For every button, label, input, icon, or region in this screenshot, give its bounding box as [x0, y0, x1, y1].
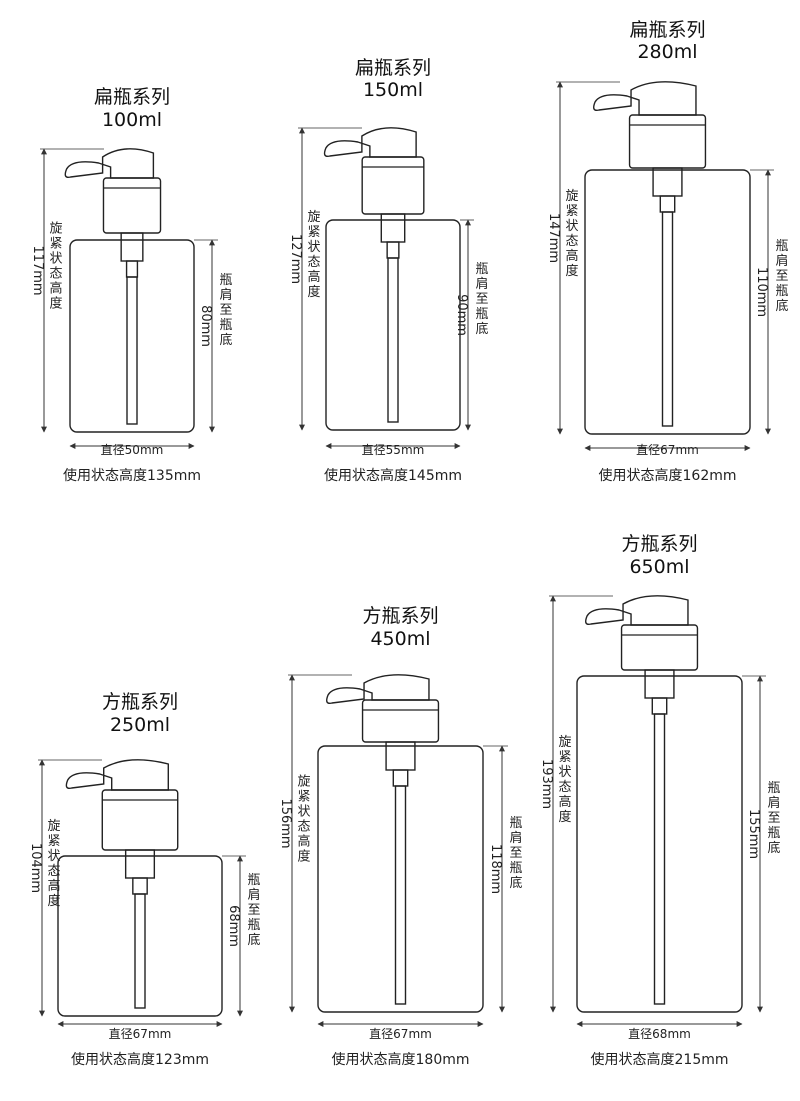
usage-height: 使用状态高度180mm — [332, 1051, 470, 1068]
pump-collar — [628, 114, 707, 169]
dip-tube — [126, 276, 138, 425]
twist-height-label: 旋紧状态高度 — [47, 819, 60, 909]
usage-height: 使用状态高度162mm — [599, 467, 737, 484]
twist-height-mm: 193mm — [539, 759, 554, 809]
twist-height-mm: 117mm — [30, 245, 45, 295]
bottle-body — [576, 675, 743, 1013]
diameter-label: 直径67mm — [369, 1027, 432, 1041]
shoulder-mm: 110mm — [754, 267, 769, 317]
twist-height-mm: 104mm — [28, 843, 43, 893]
volume-label: 280ml — [637, 41, 697, 63]
bottle-body — [57, 855, 223, 1017]
volume-label: 150ml — [363, 79, 423, 101]
series-title: 扁瓶系列 — [355, 57, 431, 79]
dip-tube — [134, 893, 146, 1009]
pump-neck — [380, 213, 406, 243]
shoulder-label: 瓶肩至瓶底 — [509, 816, 522, 891]
dip-tube — [653, 713, 666, 1005]
volume-label: 650ml — [629, 556, 689, 578]
bottle-body — [69, 239, 195, 433]
bottle-body — [325, 219, 461, 431]
volume-label: 100ml — [102, 109, 162, 131]
pump-valve — [132, 877, 148, 895]
pump-valve — [125, 260, 139, 278]
twist-height-label: 旋紧状态高度 — [307, 210, 320, 300]
pump-neck — [644, 669, 675, 699]
shoulder-label: 瓶肩至瓶底 — [475, 262, 488, 337]
pump-head — [323, 127, 417, 158]
usage-height: 使用状态高度135mm — [63, 467, 201, 484]
volume-label: 450ml — [370, 628, 430, 650]
series-title: 方瓶系列 — [621, 533, 697, 555]
series-title: 扁瓶系列 — [629, 19, 705, 41]
pump-neck — [120, 232, 144, 262]
shoulder-label: 瓶肩至瓶底 — [219, 273, 232, 348]
twist-height-label: 旋紧状态高度 — [558, 735, 571, 825]
pump-collar — [361, 699, 440, 743]
pump-collar — [620, 624, 699, 671]
twist-height-label: 旋紧状态高度 — [297, 775, 310, 865]
pump-head — [326, 674, 430, 705]
twist-height-label: 旋紧状态高度 — [49, 222, 62, 312]
bottle-body — [584, 169, 751, 435]
twist-height-mm: 156mm — [278, 798, 293, 848]
pump-valve — [651, 697, 668, 715]
shoulder-label: 瓶肩至瓶底 — [775, 239, 788, 314]
pump-collar — [101, 789, 179, 851]
shoulder-mm: 80mm — [198, 305, 213, 347]
shoulder-mm: 118mm — [488, 844, 503, 894]
pump-head — [64, 148, 155, 179]
series-title: 方瓶系列 — [102, 691, 178, 713]
pump-head — [585, 595, 689, 626]
series-title: 方瓶系列 — [362, 605, 438, 627]
shoulder-label: 瓶肩至瓶底 — [247, 873, 260, 948]
pump-collar — [361, 156, 425, 215]
volume-label: 250ml — [110, 714, 170, 736]
dip-tube — [387, 257, 399, 423]
dip-tube — [394, 785, 407, 1005]
diameter-label: 直径67mm — [636, 443, 699, 457]
shoulder-mm: 68mm — [226, 905, 241, 947]
bottle-body — [317, 745, 484, 1013]
usage-height: 使用状态高度123mm — [71, 1051, 209, 1068]
shoulder-mm: 155mm — [746, 809, 761, 859]
dip-tube — [661, 211, 674, 427]
diameter-label: 直径67mm — [109, 1027, 172, 1041]
diameter-label: 直径55mm — [362, 443, 425, 457]
shoulder-mm: 90mm — [454, 294, 469, 336]
pump-neck — [652, 167, 683, 197]
pump-valve — [392, 769, 409, 787]
usage-height: 使用状态高度215mm — [591, 1051, 729, 1068]
pump-head — [593, 81, 697, 116]
pump-head — [65, 759, 169, 791]
pump-neck — [124, 849, 156, 879]
twist-height-mm: 127mm — [288, 234, 303, 284]
twist-height-mm: 147mm — [546, 213, 561, 263]
diameter-label: 直径50mm — [101, 443, 164, 457]
shoulder-label: 瓶肩至瓶底 — [767, 781, 780, 856]
diameter-label: 直径68mm — [628, 1027, 691, 1041]
pump-collar — [102, 177, 162, 234]
series-title: 扁瓶系列 — [94, 86, 170, 108]
usage-height: 使用状态高度145mm — [324, 467, 462, 484]
twist-height-label: 旋紧状态高度 — [565, 189, 578, 279]
pump-valve — [386, 241, 400, 259]
pump-valve — [659, 195, 676, 213]
